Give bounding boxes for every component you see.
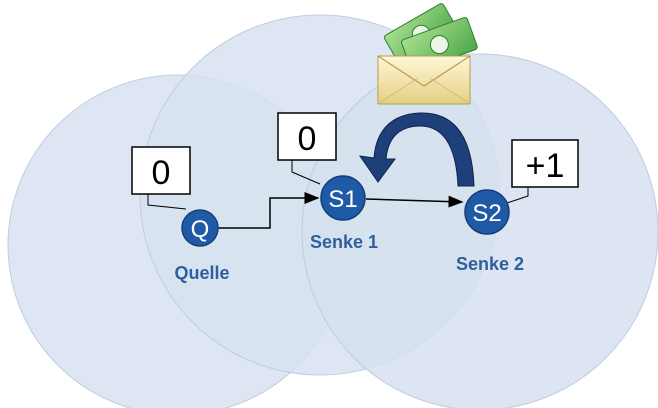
- counter-box-s1: 0: [277, 112, 337, 185]
- counter-value-q: 0: [152, 154, 171, 192]
- node-s1: S1: [320, 175, 366, 221]
- counter-value-s2: +1: [526, 147, 565, 185]
- node-s2-symbol: S2: [472, 200, 501, 227]
- label-senke-1: Senke 1: [310, 232, 378, 252]
- counter-box-q: 0: [131, 146, 191, 210]
- node-s2: S2: [464, 189, 510, 235]
- envelope-flap: [377, 55, 471, 87]
- counter-boxes: 0 0 +1: [131, 112, 579, 210]
- label-quelle: Quelle: [174, 263, 229, 283]
- counter-box-s2: +1: [503, 139, 579, 205]
- counter-value-s1: 0: [298, 120, 317, 158]
- node-q-symbol: Q: [191, 216, 210, 243]
- link-s1-s2: [365, 195, 464, 208]
- link-q-s1: [216, 192, 320, 229]
- envelope-body: [377, 55, 471, 105]
- node-s1-symbol: S1: [328, 186, 357, 213]
- links: [216, 192, 464, 229]
- envelope-money-icon: [377, 3, 478, 105]
- node-q: Q: [181, 209, 219, 247]
- curved-arrow-icon: [358, 112, 475, 187]
- label-senke-2: Senke 2: [456, 254, 524, 274]
